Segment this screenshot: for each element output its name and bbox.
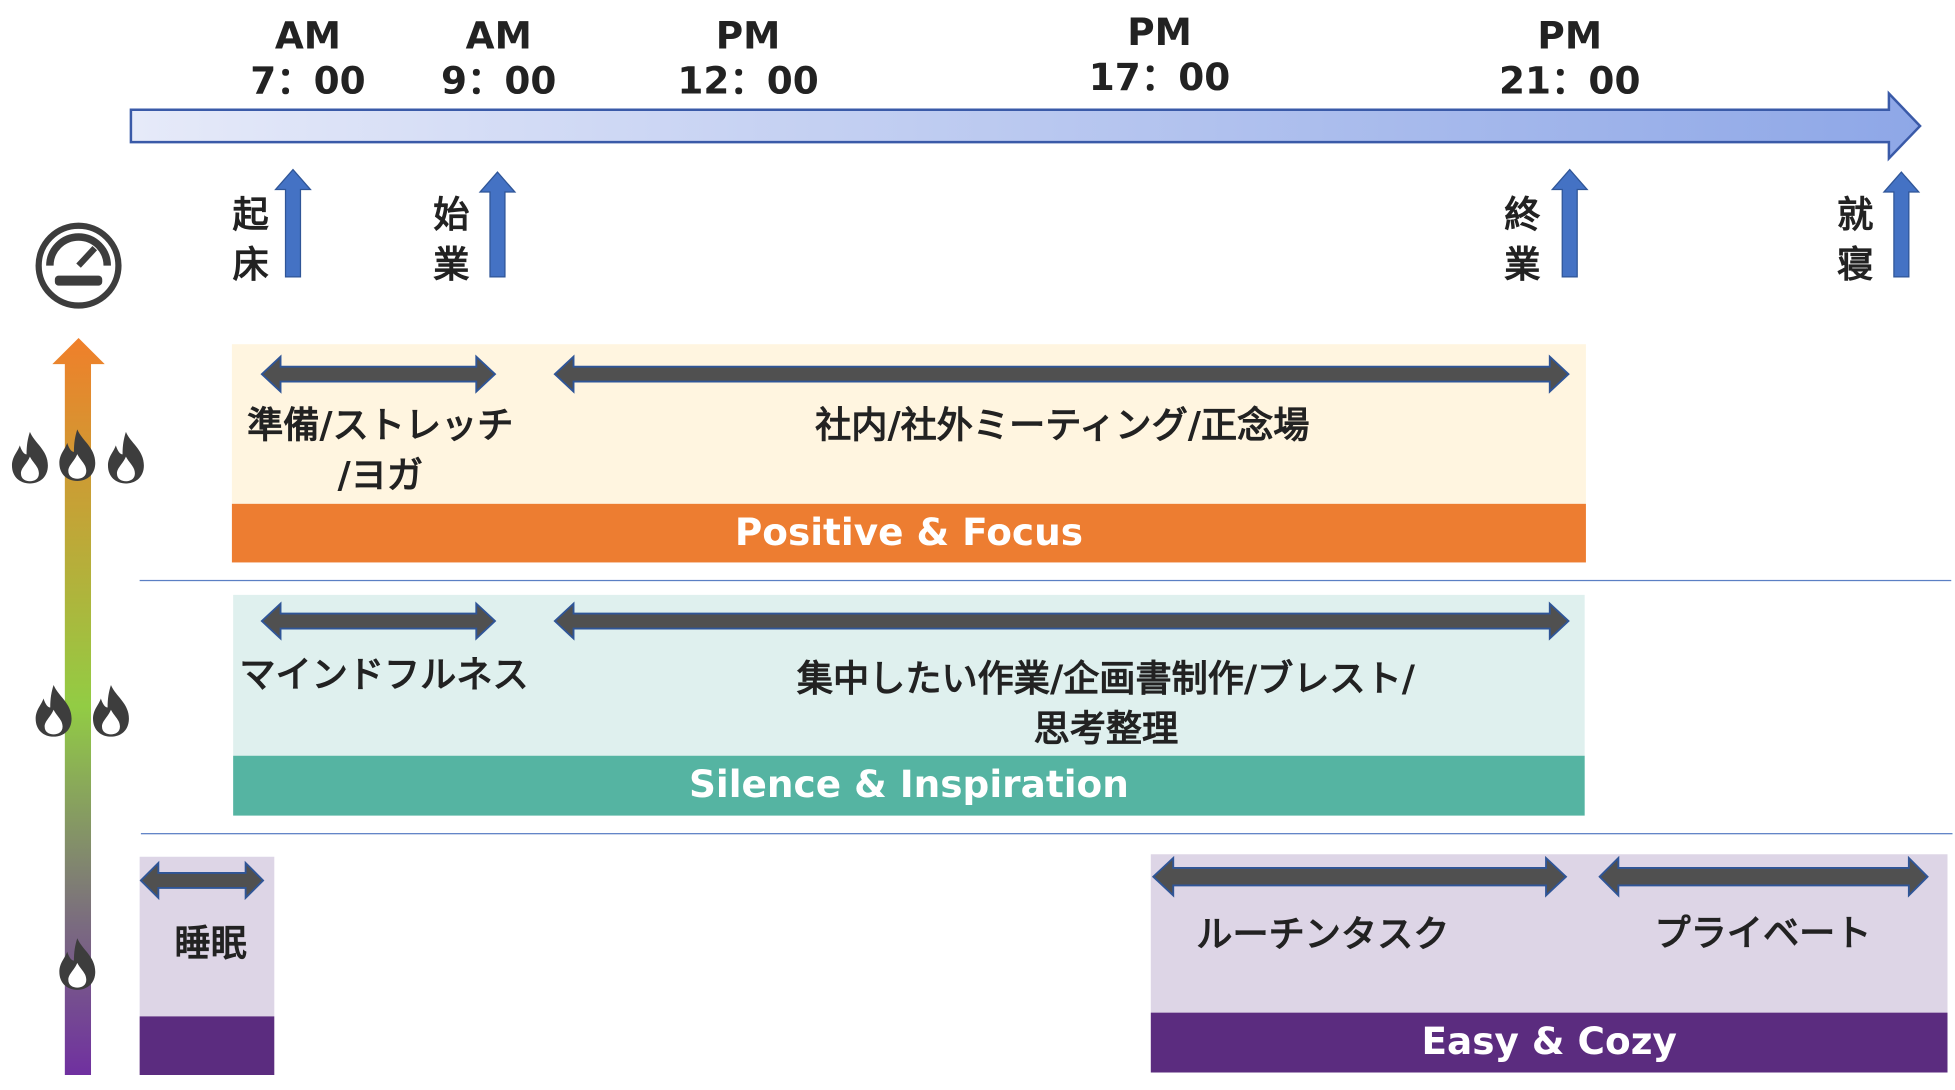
event-arrow-end-work [1550, 168, 1589, 278]
timeline-arrow [129, 90, 1922, 162]
char: 始 [433, 193, 470, 236]
span-arrow-prep [260, 354, 497, 394]
activity-mindfulness: マインドフルネス [239, 653, 529, 696]
sleep-bar [139, 1016, 275, 1076]
char: 終 [1504, 193, 1541, 236]
activity-prep: 準備/ストレッチ [247, 404, 514, 447]
event-arrow-wake [274, 168, 312, 278]
activity-sleep: 睡眠 [174, 921, 247, 965]
divider [139, 579, 1952, 582]
activity-meeting: 社内/社外ミーティング/正念場 [815, 404, 1310, 447]
char: 業 [433, 243, 470, 286]
activity-thinking: 思考整理 [1033, 707, 1179, 750]
char: 床 [232, 243, 269, 286]
char: 寝 [1837, 243, 1874, 286]
time: 9：00 [440, 59, 557, 104]
char: 就 [1837, 193, 1874, 236]
event-label-wake: 起床 [229, 190, 271, 290]
divider [140, 833, 1953, 835]
easy-cozy-bar: Easy & Cozy [1150, 1012, 1948, 1073]
time: 21：00 [1498, 59, 1641, 104]
time: 17：00 [1088, 56, 1231, 100]
event-label-start-work: 始業 [430, 190, 472, 290]
activity-private: プライベート [1654, 911, 1872, 955]
event-arrow-bedtime [1882, 171, 1921, 278]
span-arrow-sleep [139, 860, 265, 901]
period: PM [715, 14, 781, 59]
event-arrow-start-work [478, 171, 517, 278]
activity-focus-work: 集中したい作業/企画書制作/ブレスト/ [796, 657, 1415, 700]
time: 12：00 [677, 59, 819, 104]
energy-gradient-arrow [52, 337, 105, 1076]
activity-routine: ルーチンタスク [1196, 912, 1450, 956]
span-arrow-private [1598, 855, 1929, 898]
period: AM [465, 14, 532, 59]
span-arrow-mindfulness [260, 601, 497, 641]
span-arrow-meeting [553, 354, 1570, 394]
period: PM [1127, 11, 1192, 55]
span-arrow-focus-work [553, 601, 1570, 641]
event-label-bedtime: 就寝 [1834, 190, 1876, 290]
event-label-end-work: 終業 [1501, 190, 1543, 290]
period: PM [1537, 14, 1603, 59]
span-arrow-routine [1151, 855, 1568, 898]
time: 7：00 [250, 59, 366, 104]
period: AM [274, 14, 342, 59]
activity-prep-yoga: /ヨガ [337, 453, 424, 497]
char: 起 [232, 193, 269, 236]
silence-inspiration-bar: Silence & Inspiration [233, 755, 1585, 816]
char: 業 [1504, 243, 1541, 286]
speedometer-icon [35, 222, 122, 309]
positive-focus-bar: Positive & Focus [231, 503, 1586, 563]
